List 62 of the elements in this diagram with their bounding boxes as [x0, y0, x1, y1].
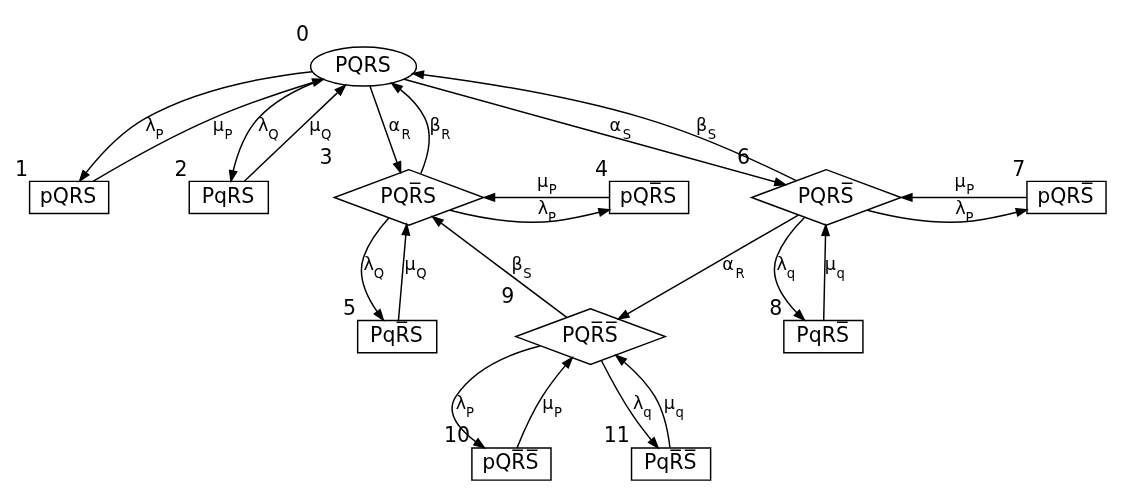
node-box: PqRS	[188, 180, 270, 214]
edge-label: λ$_{P}$	[455, 392, 474, 420]
arrow	[820, 222, 831, 321]
edge-label: μ$_{P}$	[954, 170, 975, 197]
node-label: 3	[319, 144, 333, 169]
edge-label: λ$_{Q}$	[363, 253, 385, 281]
arrow	[482, 192, 610, 202]
arrow	[430, 214, 568, 318]
node-box: PqR̅S	[356, 319, 438, 353]
edge-label: λ$_{P}$	[145, 114, 164, 141]
node-box: PqRS̅	[783, 319, 864, 353]
edge-label: α$_{S}$	[609, 114, 632, 141]
edge-label: μ$_{P}$	[537, 170, 557, 197]
arrow	[899, 192, 1028, 202]
arrow	[369, 85, 402, 175]
edge-label: μ$_{P}$	[542, 392, 562, 420]
edge-label: μ$_{Q}$	[404, 253, 427, 281]
arrow	[600, 359, 660, 450]
node-box: pQR̅S	[608, 180, 690, 214]
arrow	[614, 353, 671, 448]
arrow	[78, 70, 313, 183]
edge-label: λ$_{q}$	[776, 253, 796, 281]
node-box: pQRS	[28, 180, 110, 214]
node-label: 8	[769, 295, 783, 320]
node-label: 0	[296, 21, 310, 46]
arrow	[616, 213, 800, 320]
arrow	[451, 344, 541, 449]
node-label: 9	[501, 283, 515, 308]
arrow	[410, 69, 797, 181]
node-label: 4	[594, 156, 608, 181]
edge-label: μ$_{q}$	[824, 253, 845, 281]
node-box: pQRS̅	[1026, 180, 1107, 214]
edge-label: λ$_{q}$	[633, 392, 652, 420]
node-box: PqR̅S̅	[630, 446, 712, 481]
node-label: 11	[603, 422, 630, 447]
arrow	[866, 207, 1029, 223]
node-box: pQR̅S̅	[471, 446, 552, 481]
edge-label: α$_{R}$	[388, 114, 411, 141]
edge-label: μ$_{Q}$	[309, 114, 332, 141]
edge-label: β$_{S}$	[511, 253, 532, 281]
arrow	[360, 216, 390, 322]
arrow	[390, 81, 430, 174]
node-label: 2	[174, 156, 188, 181]
edge-label: β$_{R}$	[429, 114, 451, 141]
node-label: 10	[444, 422, 471, 447]
node-label: 1	[14, 156, 28, 181]
arrow	[516, 355, 574, 449]
arrow	[773, 216, 806, 322]
edge-label: λ$_{P}$	[955, 197, 974, 225]
edge-label: λ$_{Q}$	[258, 114, 279, 141]
edge-label: μ$_{P}$	[212, 114, 233, 141]
arrow	[243, 83, 347, 182]
edge-label: β$_{S}$	[695, 114, 717, 141]
node-label: 5	[343, 295, 357, 320]
edge-label: α$_{R}$	[722, 253, 745, 281]
arrow	[403, 78, 788, 186]
arrow	[228, 77, 324, 183]
arrow	[92, 77, 326, 182]
edge-label: μ$_{q}$	[663, 392, 684, 420]
arrow	[449, 207, 612, 223]
arrow	[397, 221, 411, 321]
node-label: 7	[1012, 156, 1026, 181]
